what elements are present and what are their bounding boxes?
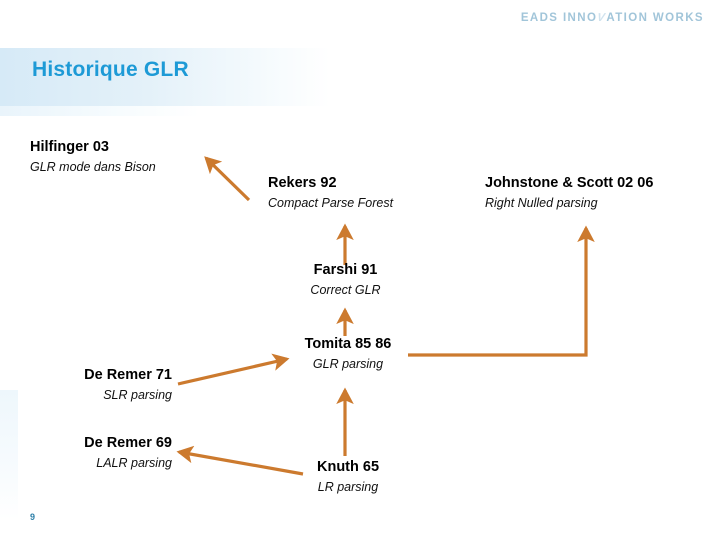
node-rekers-title: Rekers 92 [268, 175, 337, 191]
node-farshi-subtitle: Correct GLR [310, 283, 381, 297]
node-knuth: Knuth 65 LR parsing [288, 459, 408, 495]
node-tomita-subtitle: GLR parsing [312, 357, 384, 371]
node-johnstone-scott: Johnstone & Scott 02 06 Right Nulled par… [485, 175, 653, 211]
node-farshi-title: Farshi 91 [313, 262, 378, 278]
node-johnstone-scott-subtitle: Right Nulled parsing [485, 196, 598, 210]
logo-text-before: EADS INNO [520, 12, 598, 24]
edge-deremer71-to-tomita [177, 353, 290, 386]
edge-rekers-to-hilfinger [204, 156, 251, 202]
page-number: 9 [30, 512, 36, 522]
eads-innovation-works-logo: EADS INNOVATION WORKS [521, 12, 704, 24]
node-rekers: Rekers 92 Compact Parse Forest [268, 175, 393, 211]
edge-tomita-to-johnstone [408, 225, 595, 357]
node-deremer-71: De Remer 71 SLR parsing [10, 367, 172, 403]
logo-text-after: ATION WORKS [606, 12, 704, 24]
node-knuth-title: Knuth 65 [316, 459, 380, 475]
node-hilfinger: Hilfinger 03 GLR mode dans Bison [30, 139, 156, 175]
node-rekers-subtitle: Compact Parse Forest [268, 196, 394, 210]
node-deremer-69-title: De Remer 69 [84, 435, 172, 451]
node-tomita: Tomita 85 86 GLR parsing [288, 336, 408, 372]
node-deremer-69-subtitle: LALR parsing [96, 456, 172, 470]
node-johnstone-scott-title: Johnstone & Scott 02 06 [485, 175, 654, 191]
node-deremer-69: De Remer 69 LALR parsing [10, 435, 172, 471]
left-gradient-strip [0, 390, 18, 520]
title-gradient-band [0, 48, 330, 106]
node-deremer-71-subtitle: SLR parsing [103, 388, 172, 402]
node-knuth-subtitle: LR parsing [317, 480, 379, 494]
node-hilfinger-subtitle: GLR mode dans Bison [30, 160, 156, 174]
node-tomita-title: Tomita 85 86 [304, 336, 392, 352]
edge-knuth-to-deremer69 [176, 445, 304, 476]
node-hilfinger-title: Hilfinger 03 [30, 139, 109, 155]
node-deremer-71-title: De Remer 71 [84, 367, 172, 383]
title-gradient-band-lower [0, 106, 200, 116]
node-farshi: Farshi 91 Correct GLR [283, 262, 408, 298]
page-title: Historique GLR [32, 58, 189, 81]
